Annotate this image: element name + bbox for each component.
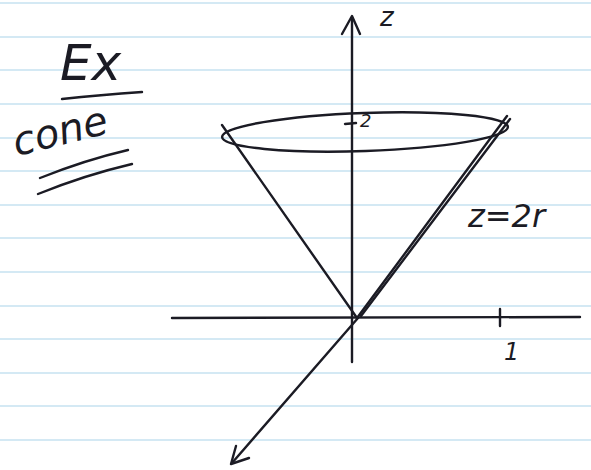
- tick-mark: [499, 309, 501, 326]
- tick-label: 1: [504, 340, 519, 364]
- underline: [62, 92, 142, 99]
- underline: [38, 164, 132, 194]
- arrowhead: [231, 446, 249, 464]
- underline: [40, 150, 128, 178]
- equation-label: z=2r: [468, 200, 545, 232]
- example-heading: Ex: [60, 38, 121, 88]
- cone-rim: [221, 108, 508, 156]
- cone-side: [222, 125, 357, 318]
- shape-name: cone: [8, 100, 111, 162]
- tick-mark: [345, 123, 356, 124]
- axis-label: z: [380, 4, 394, 30]
- tick-label: 2: [360, 112, 371, 130]
- arrowhead: [342, 16, 360, 34]
- y-axis: [232, 318, 358, 463]
- x-axis: [172, 317, 580, 318]
- ruled-lines: [0, 3, 591, 440]
